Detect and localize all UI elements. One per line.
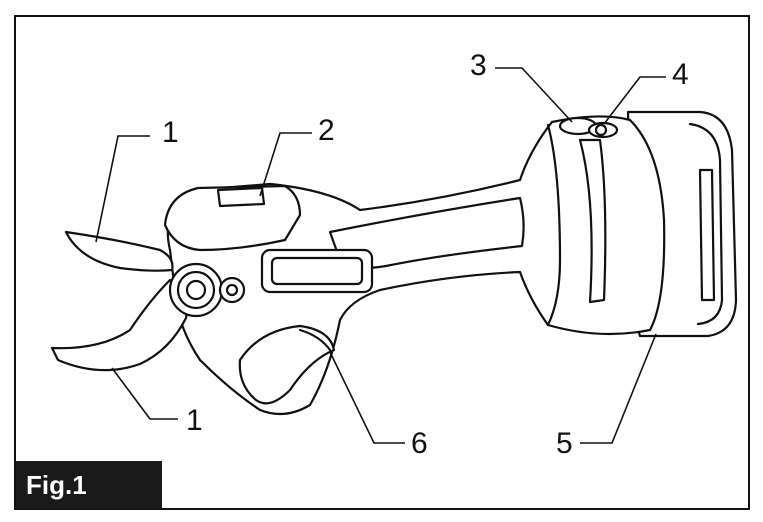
- leader-5: [580, 333, 657, 444]
- leader-1a: [95, 135, 150, 243]
- callout-2: 2: [318, 114, 335, 147]
- callout-3: 3: [470, 49, 487, 82]
- lower-blade: [50, 278, 188, 372]
- leader-2: [259, 132, 312, 197]
- trigger: [238, 324, 336, 405]
- callout-6: 6: [411, 427, 428, 460]
- leader-lines: [95, 67, 666, 444]
- pivot-gear: [168, 262, 246, 318]
- figure-label: Fig.1: [16, 461, 162, 509]
- callout-5: 5: [556, 427, 573, 460]
- callout-1a: 1: [162, 116, 179, 149]
- leader-4: [603, 76, 666, 125]
- figure-frame: [14, 15, 750, 510]
- head-cover: [163, 184, 374, 294]
- leader-6: [329, 351, 405, 444]
- callout-4: 4: [672, 58, 689, 91]
- upper-blade: [64, 230, 174, 272]
- callout-1b: 1: [186, 404, 203, 437]
- leader-1b: [111, 367, 178, 420]
- leader-3: [495, 67, 573, 123]
